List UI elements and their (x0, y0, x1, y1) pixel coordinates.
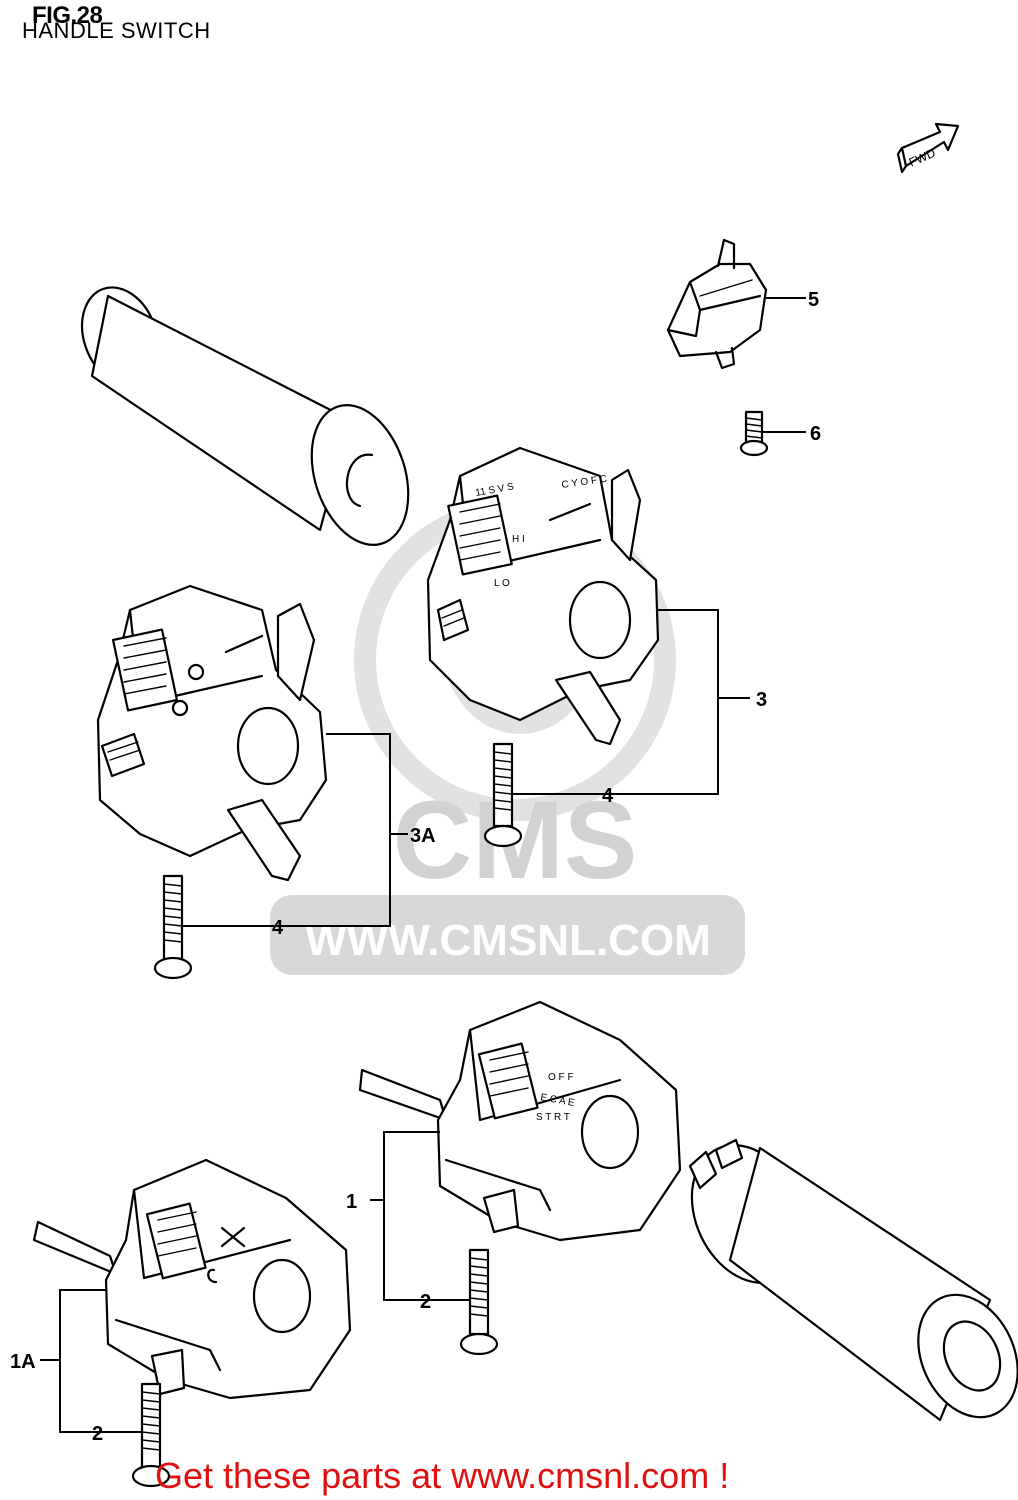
throttle-grip (688, 1138, 1018, 1422)
switch-1-print-1: O F F (548, 1072, 574, 1083)
leader-lines (40, 297, 806, 1433)
callout-2-lower: 2 (92, 1423, 103, 1445)
callout-3a: 3A (410, 825, 436, 847)
callout-2-upper: 2 (420, 1291, 431, 1313)
switch-housing-3a (96, 584, 328, 882)
fwd-arrow-badge: FWD (896, 122, 960, 174)
switch-3-print-4: L O (494, 578, 510, 589)
switch-housing-3: 11 S V S C Y O F C H I L O (426, 446, 660, 746)
callout-1: 1 (346, 1191, 357, 1213)
switch-housing-1: O F F E C A E S T R T (358, 1000, 682, 1242)
callout-5: 5 (808, 289, 819, 311)
switch-part-5 (666, 238, 768, 370)
screw-part-6 (739, 410, 769, 457)
callout-4-lower: 4 (272, 917, 284, 939)
left-grip (80, 286, 410, 546)
screw-part-4-upper (483, 742, 523, 848)
footer-link[interactable]: Get these parts at www.cmsnl.com ! (155, 1455, 730, 1496)
screw-part-4-lower (153, 874, 193, 980)
switch-1-print-3: S T R T (536, 1112, 570, 1123)
figure-title: HANDLE SWITCH (22, 18, 211, 43)
callout-1a: 1A (10, 1351, 36, 1373)
watermark-logo: CMS WWW.CMSNL.COM (270, 499, 745, 975)
callout-4-upper: 4 (602, 785, 614, 807)
screw-part-2-lower (131, 1382, 171, 1488)
switch-3-print-3: H I (512, 534, 525, 545)
callout-3: 3 (756, 689, 767, 711)
figure-number: FIG.28 (32, 2, 103, 29)
screw-part-2-upper (459, 1248, 499, 1356)
watermark-url: WWW.CMSNL.COM (305, 916, 711, 965)
callout-6: 6 (810, 423, 821, 445)
switch-housing-1a (32, 1158, 352, 1400)
